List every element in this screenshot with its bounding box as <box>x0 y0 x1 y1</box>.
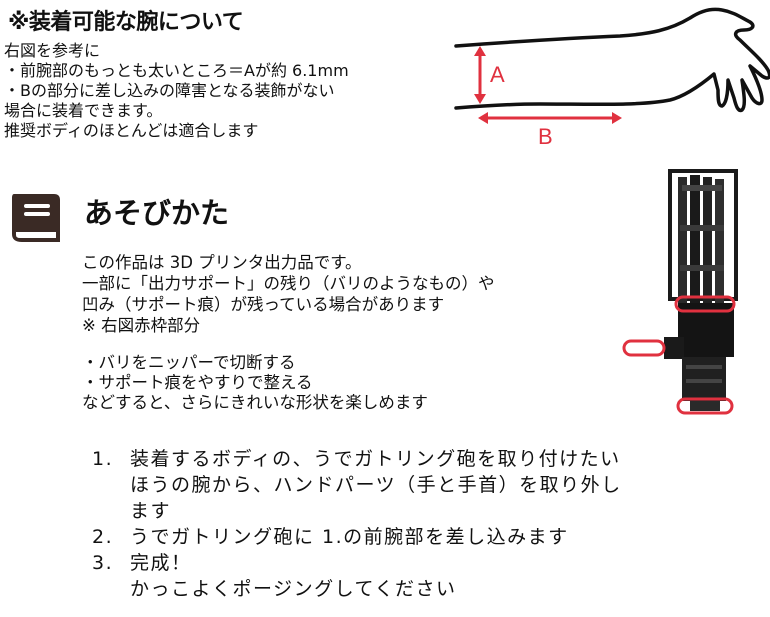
tip-line: などすると、さらにきれいな形状を楽しめます <box>82 393 428 412</box>
print-note-line: 一部に「出力サポート」の残り（バリのようなもの）や <box>82 274 495 293</box>
arm-note-line: 場合に装着できます。 <box>4 101 163 120</box>
dimension-b-label: B <box>538 124 553 149</box>
tip-line: ・サポート痕をやすりで整える <box>82 373 313 392</box>
step-text: かっこよくポージングしてください <box>130 578 457 600</box>
gatling-gun-photo <box>622 169 740 415</box>
support-marker <box>622 339 666 357</box>
arm-note-line: 推奨ボディのほとんどは適合します <box>4 121 259 140</box>
step-number: 2. <box>92 526 114 548</box>
arm-notes: 右図を参考に ・前腕部のもっとも太いところ＝Aが約 6.1mm ・Bの部分に差し… <box>4 41 349 141</box>
dimension-b-arrow-right <box>612 112 622 124</box>
arm-outline <box>454 7 770 113</box>
dimension-a-arrow-up <box>474 46 486 56</box>
dimension-b-arrow-left <box>478 112 488 124</box>
dimension-a-label: A <box>490 62 505 87</box>
step-text: 装着するボディの、うでガトリング砲を取り付けたい <box>130 448 621 470</box>
step-number: 1. <box>92 448 114 470</box>
dimension-a-arrow-down <box>474 94 486 104</box>
support-marker <box>676 397 734 415</box>
step-item: 3. 完成！ かっこよくポージングしてください <box>92 550 622 602</box>
step-text: 完成！ <box>130 552 192 574</box>
support-marker <box>674 295 736 313</box>
howto-title: あそびかた <box>84 196 230 230</box>
print-note-line: 凹み（サポート痕）が残っている場合があります <box>82 295 445 314</box>
step-number: 3. <box>92 552 114 574</box>
print-notes: この作品は 3D プリンタ出力品です。 一部に「出力サポート」の残り（バリのよう… <box>82 252 495 336</box>
arm-note-line: 右図を参考に <box>4 41 101 60</box>
tip-line: ・バリをニッパーで切断する <box>82 353 296 372</box>
step-item: 2. うでガトリング砲に 1.の前腕部を差し込みます <box>92 524 622 550</box>
steps-list: 1. 装着するボディの、うでガトリング砲を取り付けたい ほうの腕から、ハンドパー… <box>92 446 622 602</box>
arm-note-line: ・前腕部のもっとも太いところ＝Aが約 6.1mm <box>4 61 349 80</box>
print-note-line: ※ 右図赤枠部分 <box>82 316 201 335</box>
page-title: ※装着可能な腕について <box>8 10 244 35</box>
book-icon <box>12 194 60 242</box>
arm-diagram: A B <box>454 7 770 149</box>
step-text: うでガトリング砲に 1.の前腕部を差し込みます <box>130 526 569 548</box>
step-item: 1. 装着するボディの、うでガトリング砲を取り付けたい ほうの腕から、ハンドパー… <box>92 446 622 524</box>
tips: ・バリをニッパーで切断する ・サポート痕をやすりで整える などすると、さらにきれ… <box>82 353 428 413</box>
step-text: ほうの腕から、ハンドパーツ（手と手首）を取り外し <box>130 474 622 496</box>
arm-note-line: ・Bの部分に差し込みの障害となる装飾がない <box>4 81 335 100</box>
step-text: ます <box>130 500 172 522</box>
print-note-line: この作品は 3D プリンタ出力品です。 <box>82 253 362 272</box>
